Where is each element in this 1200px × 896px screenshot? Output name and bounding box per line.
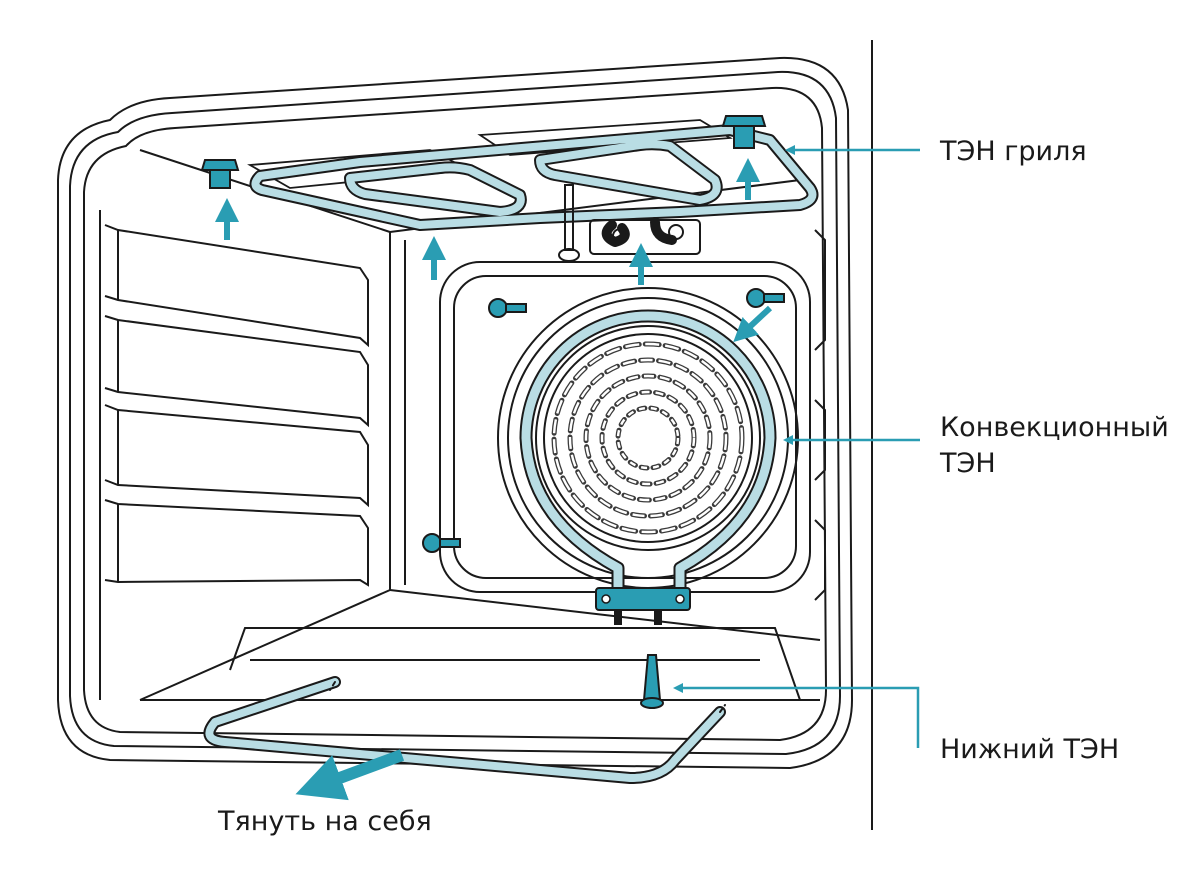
grill-heater xyxy=(249,124,819,247)
top-nuts xyxy=(200,115,767,189)
leader-lines xyxy=(673,145,920,748)
convection-heater-label-line1: Конвекционный xyxy=(940,412,1169,443)
oven-frame xyxy=(57,56,854,770)
bottom-heater-label: Нижний ТЭН xyxy=(940,734,1120,765)
grill-heater-label: ТЭН гриля xyxy=(940,136,1087,167)
pull-toward-label: Тянуть на себя xyxy=(218,806,432,837)
convection-heater-label-line2: ТЭН xyxy=(940,448,996,479)
removal-arrows xyxy=(215,158,773,801)
side-rack-rails xyxy=(104,224,369,587)
bottom-heater xyxy=(203,676,726,784)
convection-heater-label: Конвекционный ТЭН xyxy=(940,410,1169,482)
oven-interior xyxy=(99,149,821,701)
convection-heater xyxy=(519,309,777,625)
fan-cover xyxy=(497,287,799,589)
fan-grille-inner xyxy=(552,342,744,534)
screws xyxy=(422,288,785,709)
